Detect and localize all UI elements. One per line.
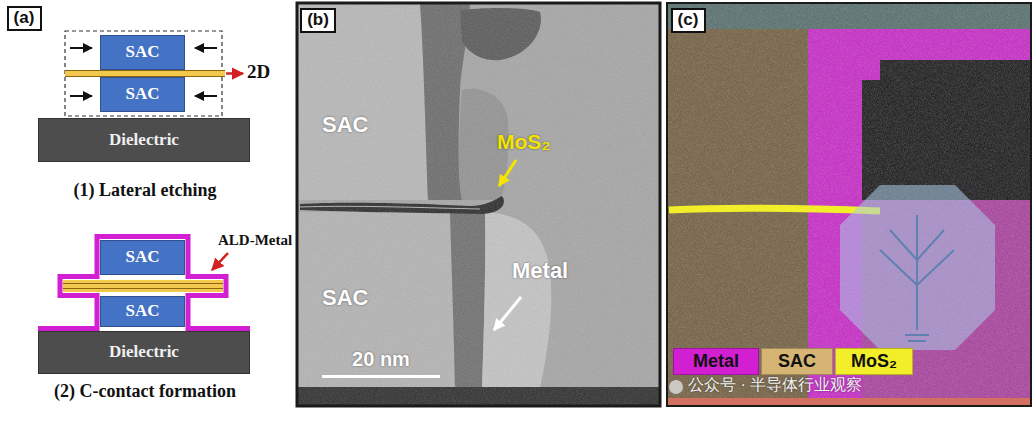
dielectric-layer: Dielectric [38, 118, 250, 162]
sac-block: SAC [100, 35, 185, 70]
legend-text: Metal [693, 351, 739, 372]
legend-swatch: Metal [673, 348, 759, 375]
panel-tag: (b) [300, 8, 336, 33]
legend-swatch: MoS₂ [835, 348, 913, 375]
pointer-arrow [494, 297, 521, 330]
watermark: 公众号 · 半导体行业观察 [688, 376, 862, 394]
block-label: SAC [125, 43, 159, 62]
material-label: MoS₂ [497, 130, 551, 154]
block-label: SAC [125, 248, 159, 267]
material-label: Metal [512, 258, 568, 283]
ald-metal-coat [38, 237, 250, 329]
panel-tag: (a) [7, 6, 42, 31]
panel-letter: (b) [307, 11, 329, 30]
tem-grain [297, 3, 660, 406]
tem-ground [297, 3, 660, 406]
layer-label: ALD-Metal [218, 232, 292, 249]
panel-letter: (a) [14, 9, 35, 28]
pointer-arrow [499, 160, 516, 186]
layer-edge [63, 283, 223, 284]
block-label: SAC [125, 302, 159, 321]
c-contact-sketch [38, 237, 250, 329]
step-caption: (1) Lateral etching [74, 180, 217, 201]
panel-frame [297, 3, 660, 406]
pointer-arrow [226, 72, 243, 75]
etch-arrow [195, 47, 217, 49]
layer-label: 2D [247, 61, 270, 83]
layer-edge [63, 288, 223, 289]
legend-text: SAC [778, 351, 816, 372]
bottom-strip [667, 398, 1031, 406]
etch-arrow [70, 95, 92, 97]
block-label: SAC [125, 85, 159, 104]
wechat-icon [669, 380, 683, 394]
sac-block: SAC [100, 77, 185, 112]
sac-block: SAC [100, 296, 185, 327]
legend-text: MoS₂ [851, 351, 897, 372]
sac-block: SAC [100, 240, 185, 275]
block-label: Dielectric [109, 131, 179, 150]
step-caption: (2) C-contact formation [54, 381, 236, 402]
mos2-signal [669, 208, 880, 211]
watermark-logo [840, 185, 995, 350]
block-label: Dielectric [109, 343, 179, 362]
layer-edge [65, 70, 225, 71]
scale-label: 20 nm [352, 348, 410, 371]
panel-letter: (c) [678, 11, 699, 30]
pointer-arrow [212, 253, 228, 270]
etch-arrow [70, 47, 92, 49]
region-label: SAC [322, 285, 368, 310]
two-d-layer [63, 280, 223, 292]
sac-signal [667, 3, 1031, 406]
two-d-layer [65, 70, 225, 77]
legend-swatch: SAC [761, 348, 833, 375]
scale-bar [322, 375, 440, 378]
tem-image [297, 3, 660, 406]
panel-tag: (c) [671, 8, 706, 33]
lateral-etch-sketch [65, 31, 243, 116]
etch-arrow [195, 95, 217, 97]
eds-grain [667, 3, 1031, 406]
region-label: SAC [322, 112, 368, 137]
panel-frame [667, 3, 1031, 406]
dielectric-layer: Dielectric [38, 331, 250, 374]
watermark-logo [880, 215, 954, 341]
eds-map [667, 3, 1031, 406]
